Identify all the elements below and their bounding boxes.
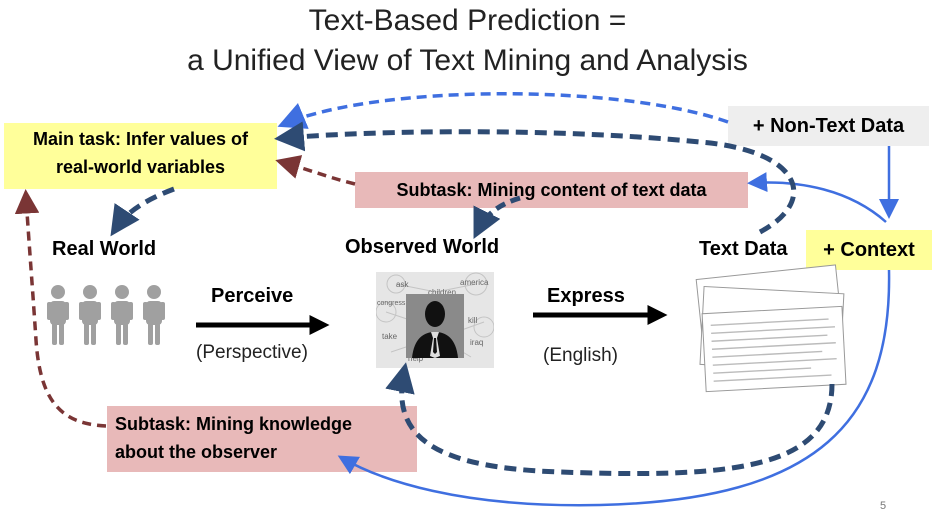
non-text-to-main-arrow bbox=[277, 92, 729, 129]
main-task-box: Main task: Infer values of real-world va… bbox=[4, 123, 277, 189]
word-children: children bbox=[428, 288, 457, 297]
text-to-main-arrow bbox=[274, 121, 797, 235]
subtask-observer-line-2: about the observer bbox=[115, 442, 278, 462]
subtask-observer-box: Subtask: Mining knowledge about the obse… bbox=[107, 406, 417, 472]
context-box: + Context bbox=[806, 230, 932, 270]
context-to-observer-arrow bbox=[337, 269, 891, 507]
perceive-label: Perceive bbox=[211, 285, 294, 307]
person-silhouette-icon bbox=[406, 294, 464, 358]
context-to-content-arrow bbox=[747, 172, 887, 223]
observer-to-main-arrow bbox=[14, 189, 107, 428]
text-to-observed-arrow bbox=[385, 362, 835, 477]
content-to-main-arrow bbox=[275, 155, 356, 186]
people-icon bbox=[47, 285, 165, 345]
observed-world-label: Observed World bbox=[345, 236, 500, 258]
title-line-2: a Unified View of Text Mining and Analys… bbox=[187, 44, 748, 77]
word-iraq: iraq bbox=[470, 338, 484, 347]
text-data-label: Text Data bbox=[699, 238, 788, 260]
perspective-label: (Perspective) bbox=[196, 342, 308, 363]
word-ask: ask bbox=[396, 280, 409, 289]
subtask-content-box: Subtask: Mining content of text data bbox=[355, 172, 748, 208]
word-america: america bbox=[460, 278, 489, 287]
content-to-observed-arrow bbox=[473, 195, 521, 239]
express-label: Express bbox=[547, 285, 625, 307]
page-number: 5 bbox=[880, 500, 887, 512]
title-line-1: Text-Based Prediction = bbox=[308, 4, 627, 37]
english-label: (English) bbox=[543, 345, 618, 366]
main-task-line-2: real-world variables bbox=[55, 157, 226, 177]
main-task-line-1: Main task: Infer values of bbox=[32, 129, 249, 149]
observed-world-image: ask children america congress kill take … bbox=[376, 272, 494, 368]
word-kill: kill bbox=[468, 316, 478, 325]
non-text-data-box: + Non-Text Data bbox=[728, 106, 929, 146]
real-world-label: Real World bbox=[52, 238, 157, 260]
word-congress: congress bbox=[377, 300, 406, 307]
word-take: take bbox=[382, 332, 398, 341]
word-help: help bbox=[408, 354, 424, 363]
text-documents-icon bbox=[695, 264, 847, 393]
subtask-observer-line-1: Subtask: Mining knowledge bbox=[115, 414, 353, 434]
main-to-real-arrow bbox=[110, 186, 175, 237]
